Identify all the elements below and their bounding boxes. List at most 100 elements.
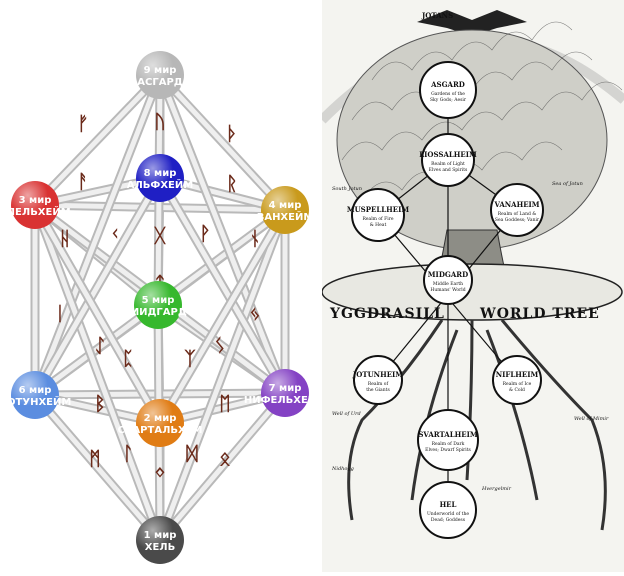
jotans-label: JOTANS: [421, 11, 453, 20]
rune-glyph: ᛉ: [184, 348, 196, 370]
world-link: [157, 207, 288, 426]
rune-glyph: ᛜ: [154, 463, 165, 485]
rune-glyph: ᚦ: [226, 123, 237, 145]
world-link: [32, 392, 163, 543]
banner-world-tree: WORLD TREE: [479, 306, 600, 322]
tree-node-circle: [419, 481, 477, 539]
world-highlight: [136, 154, 184, 202]
world-link: [32, 202, 163, 426]
tree-svg: JOTANS YGGDRASILL WORLD TREE: [318, 10, 624, 539]
tree-node-circle: [353, 355, 403, 405]
tree-node-name: VANAHEIM: [493, 200, 539, 209]
world-name: СПЕЛЬХЕЙМ: [0, 205, 71, 218]
tree-node-subtitle: Realm of Land &: [498, 211, 537, 217]
tree-node-circle: [419, 61, 477, 119]
world-number: 3 мир: [19, 195, 52, 206]
side-label-well-of-urd: Well of Urd: [332, 411, 361, 417]
tree-node-subtitle: Gardens of the: [431, 91, 465, 97]
rune-glyph: ᛖ: [219, 393, 230, 415]
tree-node-name: SVARTALHEIM: [418, 430, 477, 439]
tree-node-niflheim: NIFLHEIM Realm of Ice& Cold: [492, 355, 542, 405]
tree-node-vanaheim: VANAHEIM Realm of Land &Sea Goddess; Vani…: [490, 183, 544, 237]
tree-node-name: NIFLHEIM: [496, 370, 539, 379]
yggdrasill-tree-illustration: JOTANS YGGDRASILL WORLD TREE: [318, 0, 624, 572]
world-link: [32, 72, 163, 398]
rune-glyph: ᚱ: [226, 173, 237, 195]
side-label-hvergelmir: Hvergelmir: [481, 486, 512, 492]
world-name: ХЕЛЬ: [145, 542, 175, 553]
world-highlight: [136, 399, 184, 447]
tree-node-subtitle: Dead; Goddess: [431, 517, 466, 523]
world-link: [32, 175, 163, 398]
side-label-sea-of-jotun: Sea of Jotun: [552, 181, 583, 187]
tree-node-subtitle: Realm of Ice: [503, 381, 532, 387]
tree-node-subtitle: Underworld of the: [427, 511, 469, 517]
world-highlight: [136, 516, 184, 564]
world-number: 1 мир: [144, 530, 177, 541]
rune-glyph: ᚷ: [153, 225, 166, 247]
tree-node-subtitle: Realm of: [368, 381, 389, 387]
tree-node-circle: [490, 183, 544, 237]
world-number: 5 мир: [142, 295, 175, 306]
world-highlight: [261, 369, 309, 417]
rune-glyph: ᚾ: [249, 228, 260, 250]
rune-glyph: ᛃ: [249, 303, 260, 325]
tree-node-subtitle: Middle Earth: [433, 281, 463, 287]
tree-node-subtitle: Realm of Dark: [432, 441, 465, 447]
rune-glyph: ᛚ: [122, 443, 133, 465]
tree-node-subtitle: & Heat: [370, 222, 387, 228]
tree-node-circle: [423, 255, 473, 305]
tree-node-muspellheim: MUSPELLHEIM Realm of Fire& Heat: [347, 188, 410, 242]
rune-glyph: ᚢ: [154, 111, 165, 133]
tree-node-subtitle: Realm of Light: [431, 161, 465, 167]
world-name: ЙОТУНХЕЙМ: [0, 395, 71, 408]
world-link: [32, 72, 163, 208]
world-number: 9 мир: [144, 65, 177, 76]
rune-glyph: ᚠ: [77, 113, 88, 135]
tree-node-subtitle: Humans' World: [430, 287, 465, 293]
tree-node-subtitle: & Cold: [509, 387, 525, 393]
rune-glyph: ᛈ: [122, 348, 133, 370]
tree-node-subtitle: Sky Gods; Aesir: [430, 97, 467, 103]
world-name: АСГАРД: [137, 77, 183, 88]
tree-node-circle: [351, 188, 405, 242]
tree-node-name: LIOSSALHEIM: [419, 150, 477, 159]
side-label-well-of-mimir: Well of Mimir: [574, 416, 609, 422]
world-highlight: [136, 51, 184, 99]
rune-glyph: ᚺ: [59, 228, 70, 250]
world-number: 8 мир: [144, 168, 177, 179]
rune-glyph: ᛒ: [94, 393, 105, 415]
tree-node-name: MIDGARD: [428, 270, 468, 279]
world-link: [157, 175, 288, 396]
rune-glyph: ᛗ: [89, 448, 100, 470]
tree-roots: [347, 319, 607, 531]
tree-node-name: MUSPELLHEIM: [347, 205, 410, 214]
banner-yggdrasill: YGGDRASILL: [329, 306, 445, 322]
rune-glyph: ᛇ: [94, 335, 105, 357]
world-number: 4 мир: [269, 200, 302, 211]
tree-node-name: ASGARD: [430, 80, 465, 89]
tree-node-subtitle: Elves and Spirits: [429, 167, 468, 173]
tree-node-subtitle: the Giants: [366, 387, 390, 393]
eagle-icon: [417, 10, 527, 36]
world-link: [157, 72, 288, 213]
side-label-nidhogg: Nidhogg: [331, 466, 354, 472]
side-label-south-jotun: South Jotun: [332, 186, 362, 192]
tree-node-subtitle: Sea Goddess; Vanir: [495, 217, 540, 223]
tree-node-circle: [421, 133, 475, 187]
rune-glyph: ᛞ: [186, 443, 198, 465]
world-link: [157, 390, 288, 543]
tree-node-subtitle: Realm of Fire: [362, 216, 393, 222]
